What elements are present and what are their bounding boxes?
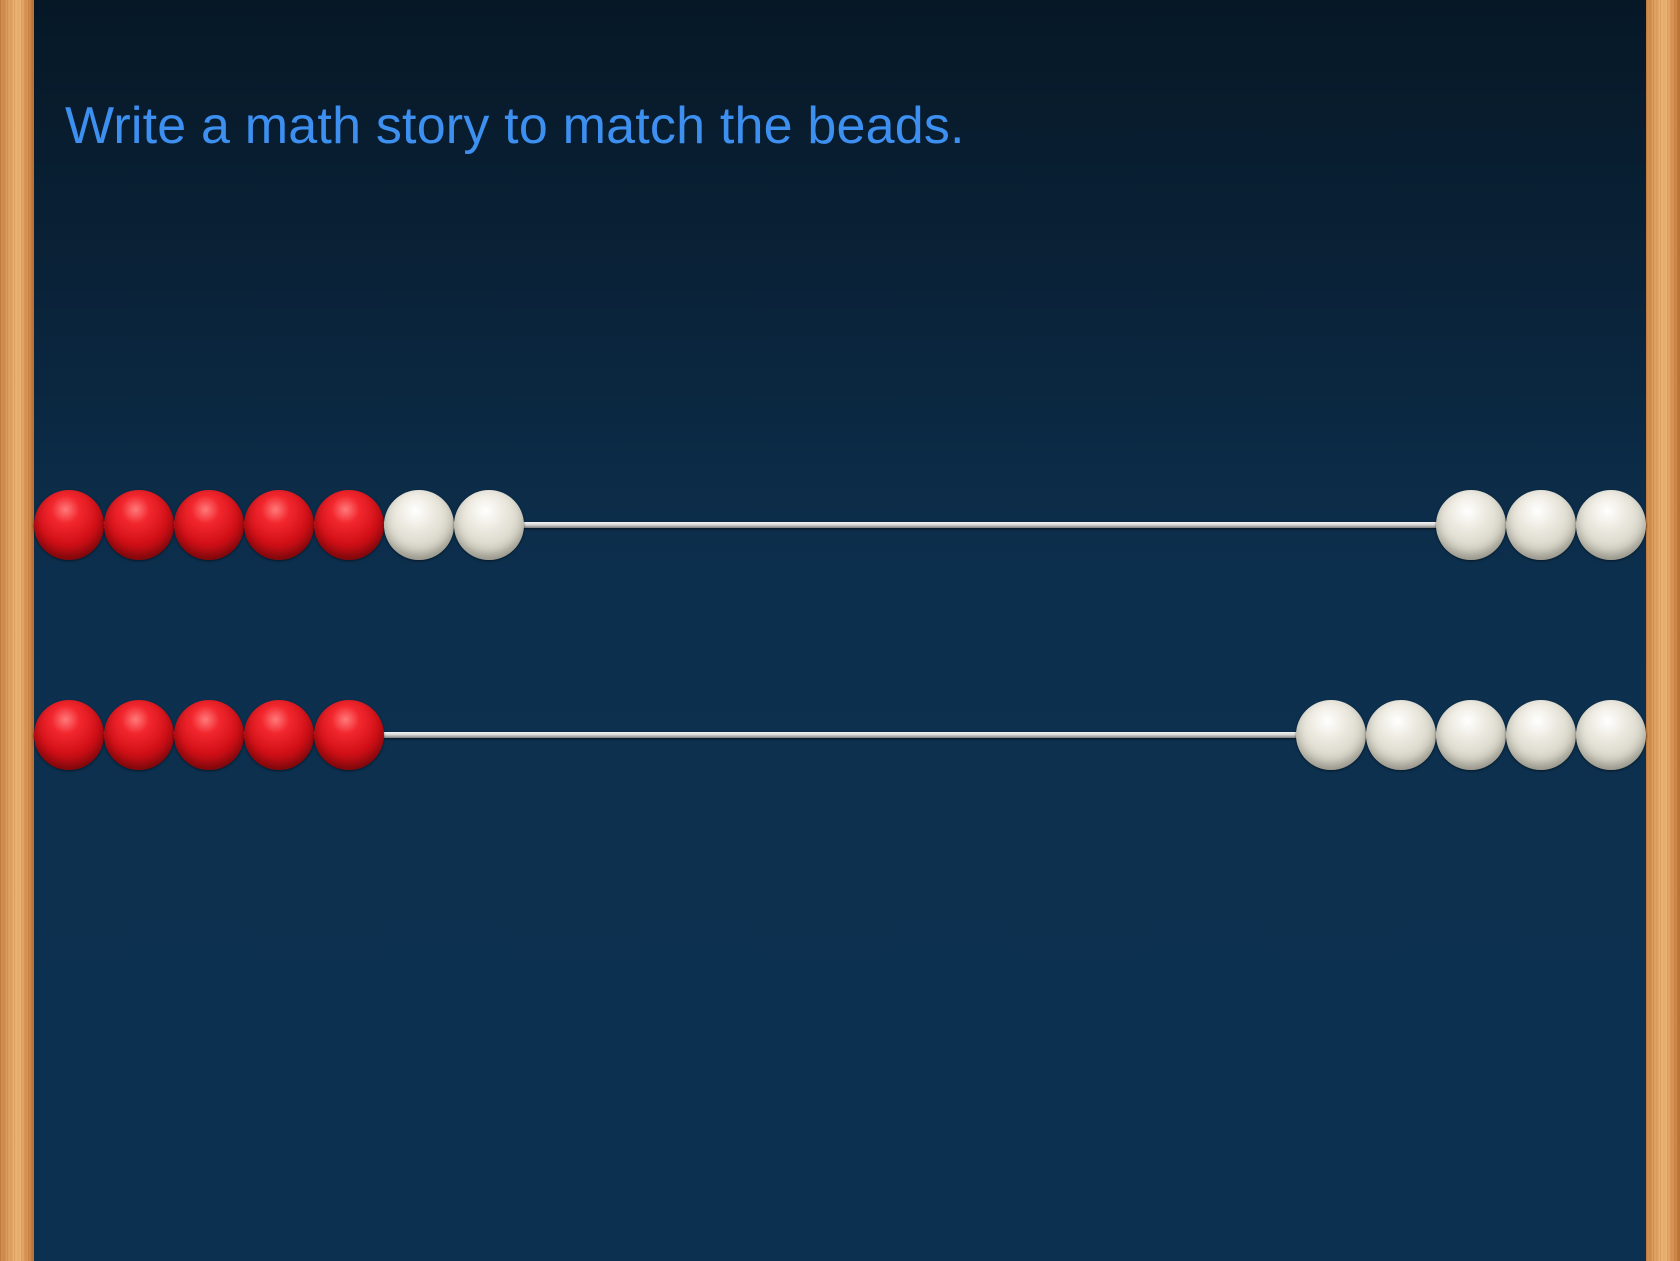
rod-2-red-bead[interactable]	[34, 700, 104, 770]
right-wood-frame	[1646, 0, 1680, 1261]
instruction-prompt: Write a math story to match the beads.	[65, 97, 965, 155]
rod-1-red-bead[interactable]	[104, 490, 174, 560]
rod-1-red-bead[interactable]	[314, 490, 384, 560]
rekenrek-board	[34, 0, 1646, 1261]
rod-1-wire	[34, 522, 1646, 528]
rod-2-wire	[34, 732, 1646, 738]
left-wood-frame	[0, 0, 34, 1261]
rod-1-white-bead[interactable]	[454, 490, 524, 560]
rod-1-white-bead[interactable]	[1576, 490, 1646, 560]
rod-2-white-bead[interactable]	[1366, 700, 1436, 770]
rod-1-white-bead[interactable]	[1506, 490, 1576, 560]
rod-2-red-bead[interactable]	[174, 700, 244, 770]
rod-2-red-bead[interactable]	[104, 700, 174, 770]
rod-2-red-bead[interactable]	[244, 700, 314, 770]
rod-2-white-bead[interactable]	[1576, 700, 1646, 770]
rod-1-red-bead[interactable]	[174, 490, 244, 560]
rod-2-red-bead[interactable]	[314, 700, 384, 770]
rod-1-red-bead[interactable]	[244, 490, 314, 560]
rod-2-white-bead[interactable]	[1296, 700, 1366, 770]
rod-2-white-bead[interactable]	[1506, 700, 1576, 770]
rod-1-red-bead[interactable]	[34, 490, 104, 560]
rod-1-white-bead[interactable]	[384, 490, 454, 560]
rod-1-white-bead[interactable]	[1436, 490, 1506, 560]
rod-2-white-bead[interactable]	[1436, 700, 1506, 770]
